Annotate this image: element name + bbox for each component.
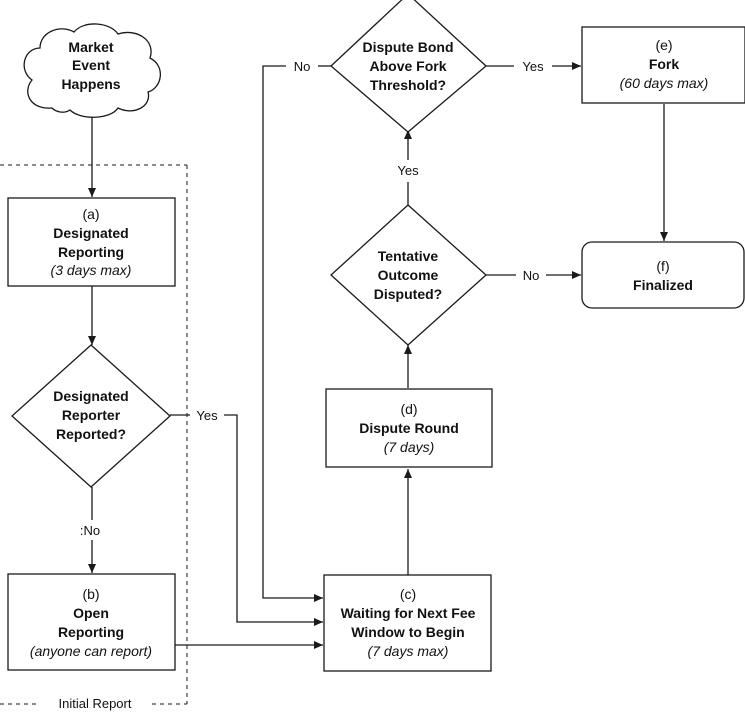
- node-dispute-round: (d) Dispute Round (7 days): [325, 388, 493, 468]
- finalized-title: Finalized: [633, 277, 693, 293]
- node-tentative-disputed: Tentative Outcome Disputed?: [330, 204, 487, 346]
- label-disputed-no: No: [523, 268, 540, 283]
- waiting-fee-window-box: [323, 574, 492, 672]
- market-event-line-2: Event: [72, 57, 110, 73]
- node-designated-reported: Designated Reporter Reported?: [11, 344, 171, 488]
- label-bond-yes: Yes: [522, 59, 544, 74]
- tentative-disputed-line-3: Disputed?: [374, 286, 442, 302]
- node-designated-reporting: (a) Designated Reporting (3 days max): [7, 197, 176, 287]
- designated-reported-line-2: Reporter: [62, 407, 121, 423]
- open-reporting-letter: (b): [82, 586, 99, 602]
- tentative-disputed-line-2: Outcome: [378, 267, 439, 283]
- dispute-bond-line-3: Threshold?: [370, 77, 446, 93]
- fork-title: Fork: [649, 56, 680, 72]
- edges: [88, 62, 668, 649]
- finalized-letter: (f): [656, 258, 669, 274]
- group-label-initial-report: Initial Report: [59, 696, 132, 711]
- dispute-round-note: (7 days): [384, 439, 435, 455]
- designated-reporting-letter: (a): [82, 206, 99, 222]
- fork-box: [581, 26, 745, 104]
- open-reporting-box: [7, 573, 176, 671]
- waiting-fee-window-title-2: Window to Begin: [351, 624, 464, 640]
- market-event-line-3: Happens: [61, 76, 120, 92]
- designated-reported-line-3: Reported?: [56, 426, 126, 442]
- label-disputed-yes: Yes: [397, 163, 419, 178]
- node-dispute-bond: Dispute Bond Above Fork Threshold?: [330, 0, 487, 133]
- dispute-round-title-1: Dispute Round: [359, 420, 459, 436]
- waiting-fee-window-title-1: Waiting for Next Fee: [341, 605, 476, 621]
- edge-labels: Yes :No​ Yes No Yes No: [80, 59, 544, 538]
- waiting-fee-window-note: (7 days max): [368, 643, 449, 659]
- finalized-box: [581, 241, 745, 309]
- dispute-bond-diamond: [330, 0, 487, 133]
- edge-reported-yes-to-c-rest: [224, 414, 323, 626]
- tentative-disputed-diamond: [330, 204, 487, 346]
- cloud-shape: [23, 23, 161, 118]
- fork-letter: (e): [655, 37, 672, 53]
- label-bond-no: No: [294, 59, 311, 74]
- fork-note: (60 days max): [620, 75, 709, 91]
- label-reported-no: :No​: [80, 523, 100, 538]
- market-event-line-1: Market: [68, 39, 113, 55]
- designated-reporting-title-2: Reporting: [58, 244, 124, 260]
- label-reported-yes: Yes: [196, 408, 218, 423]
- node-waiting-fee-window: (c) Waiting for Next Fee Window to Begin…: [323, 574, 492, 672]
- dispute-round-letter: (d): [400, 401, 417, 417]
- node-finalized: (f) Finalized: [581, 241, 745, 309]
- dispute-round-box: [325, 388, 493, 468]
- dispute-bond-line-2: Above Fork: [369, 58, 446, 74]
- designated-reporting-box: [7, 197, 176, 287]
- designated-reported-line-1: Designated: [53, 388, 128, 404]
- open-reporting-title-2: Reporting: [58, 624, 124, 640]
- designated-reported-diamond: [11, 344, 171, 488]
- initial-report-group: Initial Report: [0, 164, 188, 711]
- node-fork: (e) Fork (60 days max): [581, 26, 745, 104]
- edge-bond-no-to-c: [262, 65, 323, 602]
- open-reporting-note: (anyone can report): [30, 643, 152, 659]
- tentative-disputed-line-1: Tentative: [378, 248, 439, 264]
- designated-reporting-title-1: Designated: [53, 225, 128, 241]
- dispute-bond-line-1: Dispute Bond: [363, 39, 454, 55]
- waiting-fee-window-letter: (c): [400, 586, 416, 602]
- designated-reporting-note: (3 days max): [51, 262, 132, 278]
- node-open-reporting: (b) Open Reporting (anyone can report): [7, 573, 176, 671]
- node-market-event: Market Event Happens: [23, 23, 161, 118]
- open-reporting-title-1: Open: [73, 605, 109, 621]
